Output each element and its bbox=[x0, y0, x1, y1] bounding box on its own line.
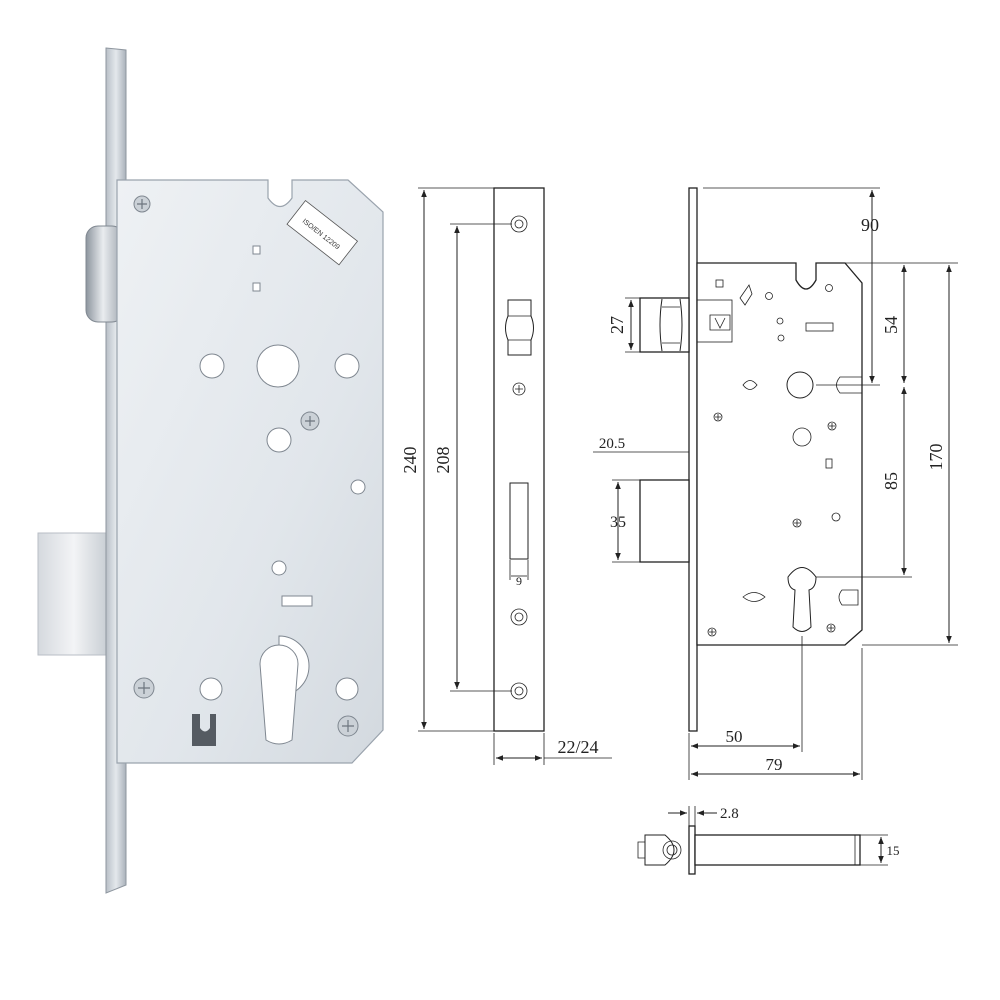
lock-case bbox=[116, 179, 384, 764]
side-view-internals bbox=[707, 279, 863, 637]
dim-22-24: 22/24 bbox=[493, 733, 612, 765]
dim-90: 90 bbox=[703, 187, 880, 386]
dim-54: 54 bbox=[845, 262, 958, 383]
dim-22-24-label: 22/24 bbox=[557, 737, 598, 757]
dim-240: 240 bbox=[400, 187, 494, 732]
dim-54-label: 54 bbox=[881, 316, 901, 334]
lock-photo: ISO/EN 12209 bbox=[37, 47, 384, 894]
bolt-bottom-view bbox=[637, 825, 861, 875]
photo-holes bbox=[199, 245, 366, 745]
dim-79: 79 bbox=[691, 648, 863, 780]
dim-85-label: 85 bbox=[881, 472, 901, 490]
dim-240-label: 240 bbox=[400, 447, 420, 474]
deadbolt bbox=[37, 532, 111, 656]
dim-20-5: 20.5 bbox=[593, 436, 640, 453]
dim-35-label: 35 bbox=[610, 514, 626, 531]
faceplate-front-view bbox=[493, 187, 545, 732]
dim-170-label: 170 bbox=[926, 444, 946, 471]
dim-50: 50 bbox=[688, 636, 803, 780]
dim-35: 35 bbox=[610, 479, 640, 563]
dim-2-8: 2.8 bbox=[668, 806, 739, 826]
dim-79-label: 79 bbox=[766, 755, 783, 774]
dim-27-label: 27 bbox=[607, 316, 627, 334]
dim-85: 85 bbox=[816, 387, 912, 578]
dim-170: 170 bbox=[862, 265, 958, 646]
label-sticker: ISO/EN 12209 bbox=[286, 199, 359, 266]
photo-screws bbox=[133, 195, 359, 737]
dim-2-8-label: 2.8 bbox=[720, 806, 739, 822]
dim-90-label: 90 bbox=[861, 215, 879, 235]
dim-9: 9 bbox=[509, 560, 529, 588]
dim-208-label: 208 bbox=[433, 447, 453, 474]
dim-9-label: 9 bbox=[516, 574, 522, 588]
dim-208: 208 bbox=[433, 223, 512, 692]
bracket bbox=[192, 714, 216, 746]
dim-27: 27 bbox=[607, 297, 640, 353]
dim-15-label: 15 bbox=[887, 843, 900, 858]
lock-side-view bbox=[639, 187, 863, 732]
dim-20-5-label: 20.5 bbox=[599, 436, 625, 452]
dim-15: 15 bbox=[860, 834, 900, 866]
dim-50-label: 50 bbox=[726, 727, 743, 746]
